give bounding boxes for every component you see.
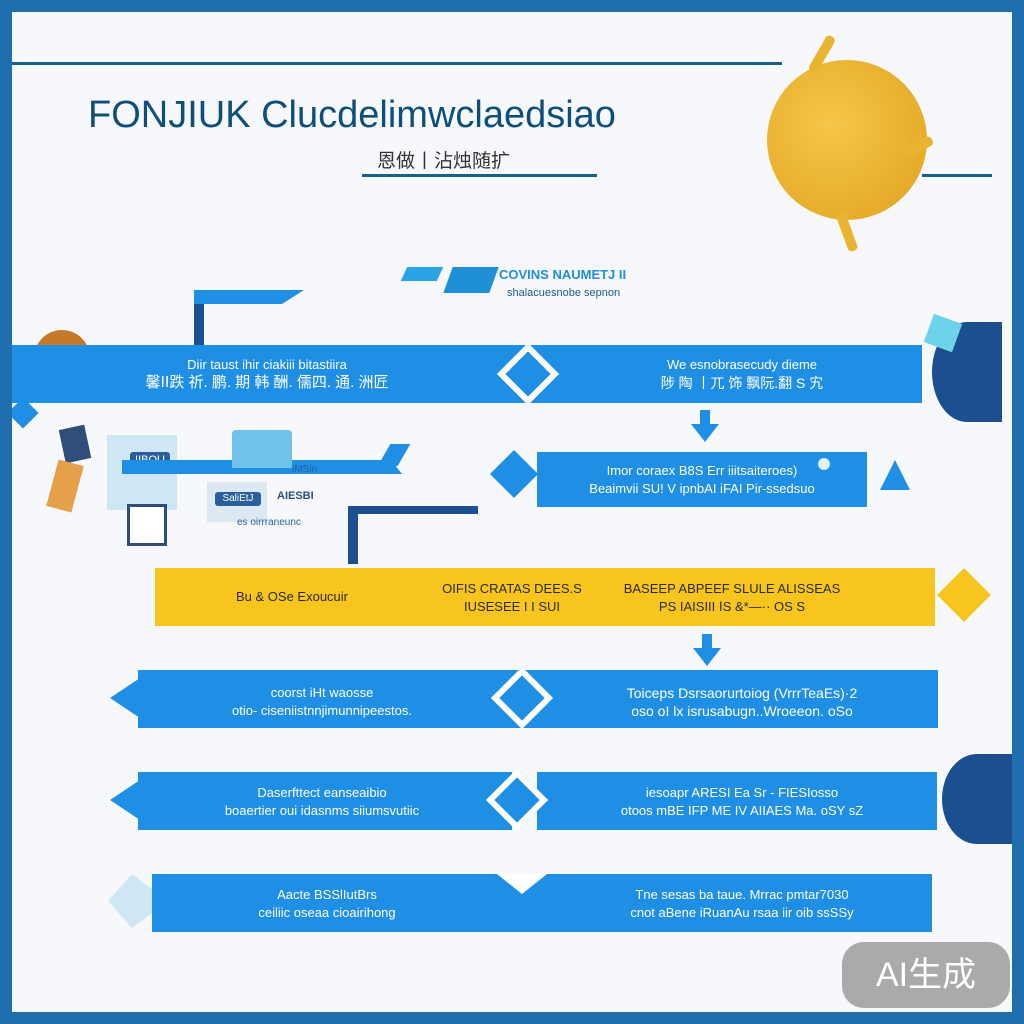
tagline-heading: COVINS NAUMETJ II	[499, 267, 627, 282]
row-2-diamond	[489, 449, 539, 499]
process-band-2	[537, 452, 867, 507]
yellow-diamond-icon	[937, 568, 991, 622]
infographic-canvas: FONJIUK Cluc​delimwclaedsiao 恩做丨沾烛随扩 COV…	[12, 12, 1012, 1012]
connector-flag	[194, 290, 304, 304]
info-card-a-label: SaliEtJ	[215, 492, 261, 506]
process-band-6	[152, 874, 932, 932]
building-icon	[232, 430, 292, 468]
page-title: FONJIUK Cluc​delimwclaedsiao	[88, 94, 616, 136]
info-card-caption: es oirrraneunc	[237, 517, 301, 528]
connector-line	[348, 506, 358, 564]
flow-arrow-down-icon	[691, 424, 719, 442]
process-band-3-highlight	[155, 568, 935, 626]
panel-caption: iMSin	[292, 464, 318, 475]
band-1-connector	[496, 342, 560, 406]
flow-arrow-stem	[702, 634, 712, 648]
connector-line	[348, 506, 478, 514]
header-rule-top	[12, 62, 782, 65]
sun-icon	[767, 60, 927, 220]
info-card-b-label: AIESBI	[277, 490, 314, 502]
band-5-connector	[485, 768, 549, 834]
tagline-subheading: shalacuesnobe sepnon	[507, 287, 621, 299]
triangle-icon	[880, 460, 910, 490]
page-subtitle: 恩做丨沾烛随扩	[377, 151, 511, 172]
document-icon	[127, 504, 167, 546]
row-2-text: Imor coraex B8S Err iiitsaiteroes)Beaimv…	[589, 463, 815, 496]
header-rule-right	[922, 174, 992, 177]
process-band-5-left	[138, 772, 512, 830]
flow-arrow-down-icon	[693, 648, 721, 666]
ai-generated-watermark: AI生成	[842, 942, 1010, 1008]
row-3-left-text: Bu & OSe Exoucuir	[236, 589, 348, 604]
banner-icon	[443, 267, 499, 293]
dot-icon	[818, 458, 830, 470]
connector-line	[194, 290, 204, 350]
process-band-1	[12, 345, 922, 403]
ribbon-icon	[400, 267, 444, 281]
lantern-icon	[58, 424, 92, 464]
process-band-5-right	[537, 772, 937, 830]
figure-icon	[46, 459, 84, 513]
globe-half-icon	[942, 754, 1012, 844]
flow-arrow-stem	[700, 410, 710, 424]
connector-tip	[377, 444, 411, 466]
band-4-connector	[490, 666, 554, 732]
subtitle-underline	[362, 174, 597, 177]
